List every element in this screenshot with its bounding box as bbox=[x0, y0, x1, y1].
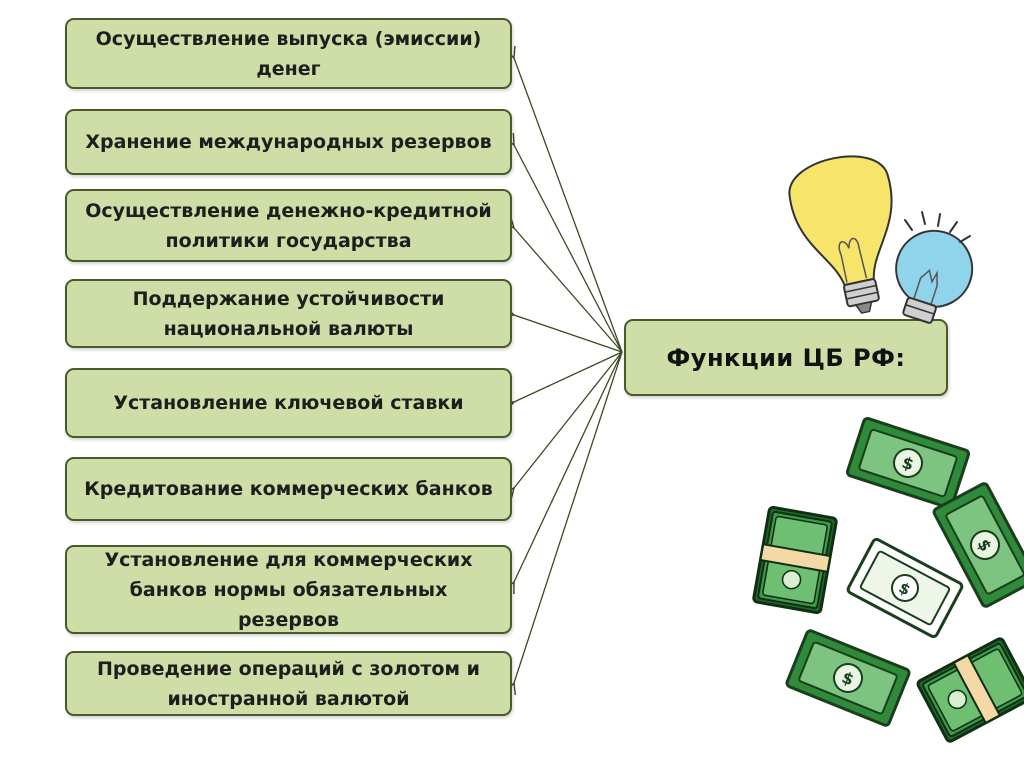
money-stack-icon bbox=[917, 637, 1024, 742]
money-bill-icon bbox=[847, 538, 963, 638]
money-bill-icon bbox=[786, 630, 910, 727]
money-stack-icon bbox=[753, 507, 837, 613]
money-bill-icon bbox=[846, 417, 969, 508]
